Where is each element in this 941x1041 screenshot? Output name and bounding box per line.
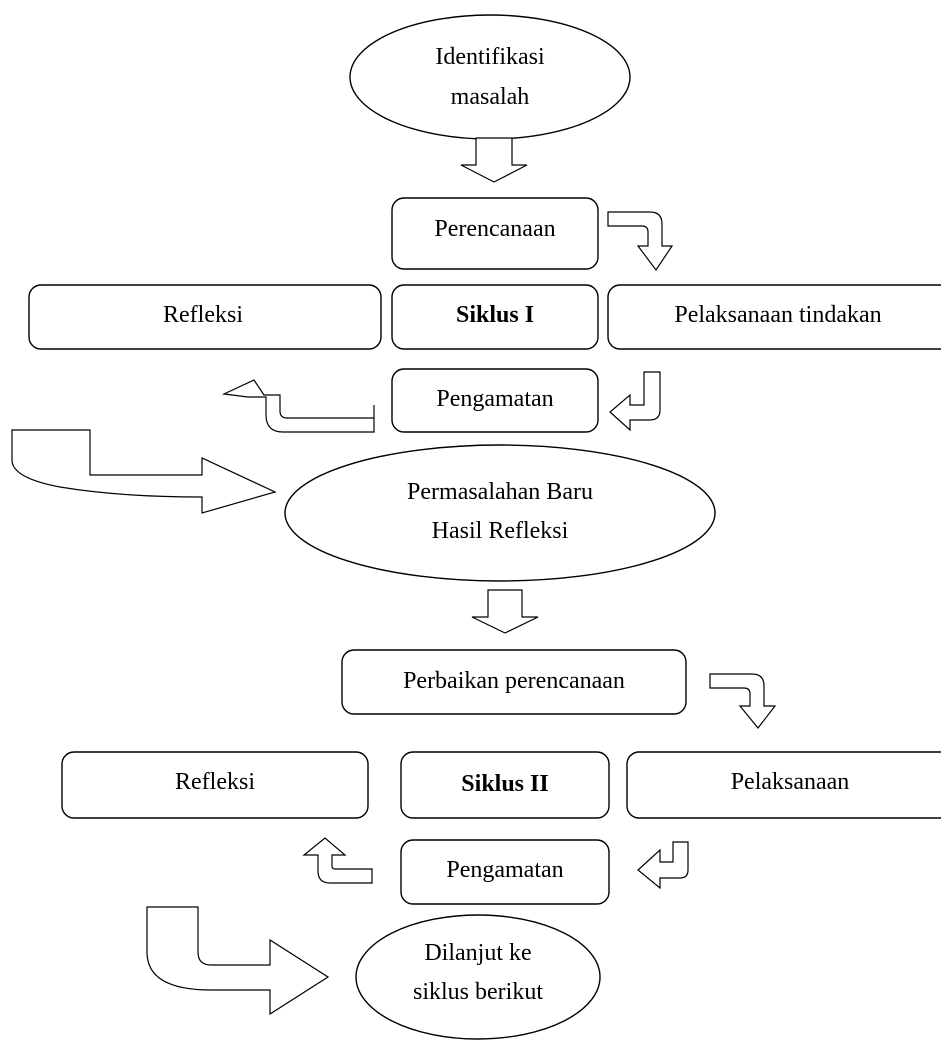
cycle-label: Siklus II [461, 771, 548, 797]
continue-label-line1: Dilanjut ke [424, 940, 531, 966]
node-new-problem: Permasalahan Baru Hasil Refleksi [284, 444, 716, 582]
reflection-box [61, 751, 369, 819]
node-identify-problem: Identifikasi masalah [349, 14, 631, 140]
identify-problem-label-line1: Identifikasi [435, 44, 545, 70]
node-observation-2: Pengamatan [400, 839, 610, 905]
cycle-box [391, 284, 599, 350]
node-planning-2: Perbaikan perencanaan [341, 649, 687, 715]
node-action-1: Pelaksanaan tindakan [607, 284, 941, 350]
action-box [626, 751, 941, 819]
down-arrow-icon [471, 589, 539, 634]
curved-arrow-up-icon [302, 837, 373, 884]
reflection-label: Refleksi [175, 769, 255, 795]
large-bent-arrow-icon [146, 906, 330, 1016]
planning-label: Perencanaan [434, 216, 555, 242]
reflection-label: Refleksi [163, 302, 243, 328]
action-label: Pelaksanaan tindakan [674, 302, 881, 328]
cycle-label: Siklus I [456, 302, 534, 328]
large-bent-arrow-icon [11, 429, 277, 514]
continue-ellipse [355, 914, 601, 1040]
curved-arrow-down-icon [709, 673, 777, 729]
reflection-box [28, 284, 382, 350]
identify-problem-label-line2: masalah [451, 84, 530, 110]
cycle-box [400, 751, 610, 819]
curved-arrow-left-icon [637, 841, 689, 890]
planning-box [391, 197, 599, 270]
node-reflection-1: Refleksi [28, 284, 382, 350]
observation-box [391, 368, 599, 433]
curved-arrow-left-icon [609, 371, 661, 432]
curved-arrow-down-icon [607, 211, 674, 272]
planning-label: Perbaikan perencanaan [403, 668, 625, 694]
node-action-2: Pelaksanaan [626, 751, 941, 819]
new-problem-label-line1: Permasalahan Baru [407, 479, 593, 505]
node-continue: Dilanjut ke siklus berikut [355, 914, 601, 1040]
new-problem-label-line2: Hasil Refleksi [432, 518, 569, 544]
node-observation-1: Pengamatan [391, 368, 599, 433]
curved-arrow-up-icon [221, 379, 375, 433]
continue-label-line2: siklus berikut [413, 979, 543, 1005]
node-cycle-2: Siklus II [400, 751, 610, 819]
node-cycle-1: Siklus I [391, 284, 599, 350]
observation-label: Pengamatan [436, 386, 553, 412]
action-box [607, 284, 941, 350]
planning-box [341, 649, 687, 715]
node-planning: Perencanaan [391, 197, 599, 270]
node-reflection-2: Refleksi [61, 751, 369, 819]
down-arrow-icon [460, 137, 528, 183]
observation-label: Pengamatan [446, 857, 563, 883]
observation-box [400, 839, 610, 905]
new-problem-ellipse [284, 444, 716, 582]
identify-problem-ellipse [349, 14, 631, 140]
action-label: Pelaksanaan [731, 769, 850, 795]
